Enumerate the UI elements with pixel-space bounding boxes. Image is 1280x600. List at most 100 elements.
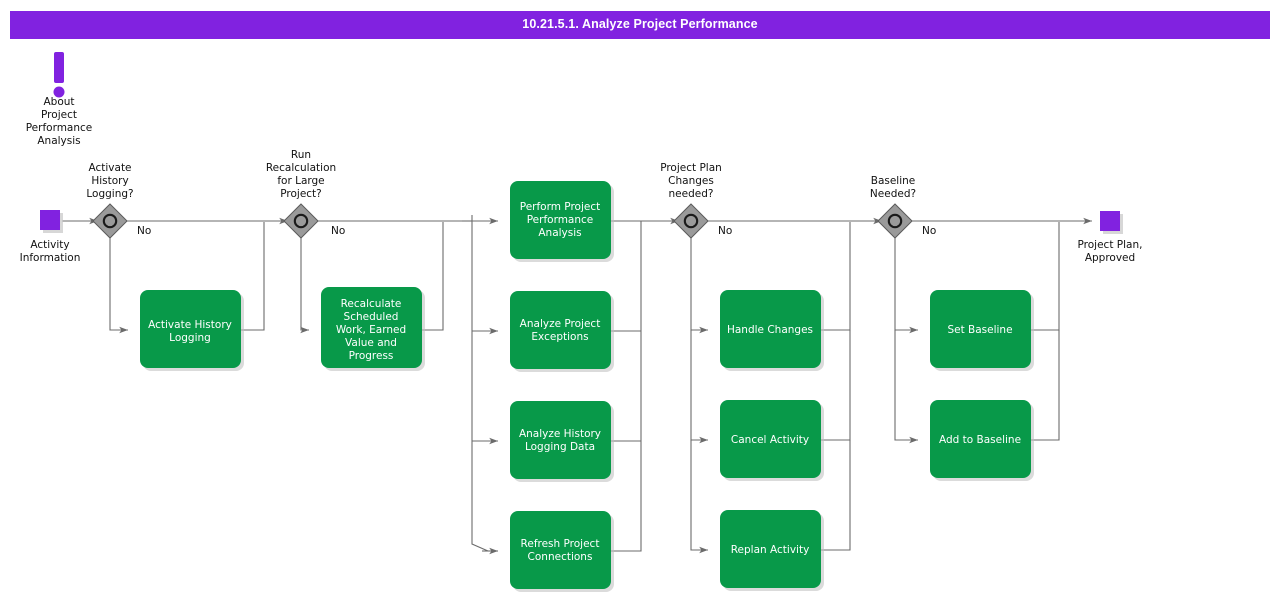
flow-gw3-to-cancel-activity [690, 330, 708, 444]
task-box[interactable] [720, 400, 821, 478]
flow-gw2-to-recalculate [300, 234, 309, 334]
task-box[interactable] [510, 401, 611, 479]
task-analyze-project-exceptions[interactable]: Analyze Project Exceptions [510, 291, 614, 372]
task8-line-0: Cancel Activity [731, 434, 809, 446]
task-set-baseline[interactable]: Set Baseline [930, 290, 1034, 371]
flow-gw1-to-activate-history [109, 234, 128, 334]
gateway-inclusive-icon [102, 213, 118, 229]
task-handle-changes[interactable]: Handle Changes [720, 290, 824, 371]
task-box[interactable] [720, 510, 821, 588]
flow-merge-rail [610, 220, 642, 552]
task5-line-0: Analyze History [519, 428, 601, 440]
task4-line-0: Analyze Project [520, 318, 601, 330]
task5-line-1: Logging Data [525, 441, 595, 453]
task-replan-activity[interactable]: Replan Activity [720, 510, 824, 591]
flow-handle-changes-merge [820, 222, 851, 331]
connector-layer [62, 215, 1092, 555]
flow-replan-activity-merge [820, 440, 851, 551]
gateway-inclusive-icon [293, 213, 309, 229]
flow-activate-history-merge [241, 222, 265, 331]
gateway1-no-label: No [137, 225, 151, 237]
end-event-label-1: Approved [1085, 252, 1135, 264]
gateway-inclusive-icon [887, 213, 903, 229]
task-refresh-project-connections[interactable]: Refresh Project Connections [510, 511, 614, 592]
start-event-label-1: Information [20, 252, 81, 264]
gateway1-label-2: Logging? [86, 188, 133, 200]
exclamation-icon-dot [53, 86, 65, 98]
gateway1-label-1: History [91, 175, 128, 187]
task-box[interactable] [930, 290, 1031, 368]
task-activate-history-logging[interactable]: Activate History Logging [140, 290, 244, 371]
gateway-project-plan-changes[interactable]: Project Plan Changes needed? No [660, 162, 732, 239]
task-box[interactable] [321, 287, 422, 368]
task9-line-0: Replan Activity [731, 544, 810, 556]
flow-split-rail [471, 215, 489, 552]
gateway4-label-1: Needed? [870, 188, 916, 200]
task2-line-2: Work, Earned [336, 324, 406, 336]
flow-gw3-to-handle-changes [690, 234, 708, 334]
flow-set-baseline-merge [1030, 222, 1060, 331]
exclamation-icon-bar [54, 52, 64, 83]
gateway3-label-1: Changes [668, 175, 714, 187]
task-add-to-baseline[interactable]: Add to Baseline [930, 400, 1034, 481]
task-box[interactable] [510, 181, 611, 259]
task1-line-1: Logging [169, 332, 211, 344]
task-perform-project-performance-analysis[interactable]: Perform Project Performance Analysis [510, 181, 614, 262]
task3-line-1: Performance [527, 214, 594, 226]
gateway3-label-2: needed? [669, 188, 714, 200]
page-title: 10.21.5.1. Analyze Project Performance [522, 17, 758, 31]
gateway-run-recalculation[interactable]: Run Recalculation for Large Project? No [266, 149, 345, 239]
annotation-line-0: About [43, 96, 74, 108]
end-event[interactable]: Project Plan, Approved [1078, 211, 1143, 264]
task2-line-1: Scheduled [344, 311, 399, 323]
gateway2-label-3: Project? [280, 188, 322, 200]
task6-line-0: Refresh Project [521, 538, 600, 550]
gateway-baseline-needed[interactable]: Baseline Needed? No [870, 175, 936, 239]
task-cancel-activity[interactable]: Cancel Activity [720, 400, 824, 481]
flow-gw4-to-set-baseline [894, 234, 918, 334]
task1-line-0: Activate History [148, 319, 232, 331]
task2-line-4: Progress [349, 350, 394, 362]
gateway1-label-0: Activate [88, 162, 131, 174]
start-event-label-0: Activity [30, 239, 69, 251]
gateway4-no-label: No [922, 225, 936, 237]
flow-cancel-activity-merge [820, 330, 851, 441]
task3-line-2: Analysis [538, 227, 581, 239]
gateway2-label-0: Run [291, 149, 311, 161]
task-box[interactable] [930, 400, 1031, 478]
flow-gw3-to-replan-activity [690, 440, 708, 554]
annotation-about-project-performance-analysis: About Project Performance Analysis [26, 52, 92, 147]
gateway-activate-history-logging[interactable]: Activate History Logging? No [86, 162, 151, 239]
annotation-line-1: Project [41, 109, 77, 121]
task-recalculate-scheduled-work[interactable]: Recalculate Scheduled Work, Earned Value… [321, 287, 425, 371]
task7-line-0: Handle Changes [727, 324, 813, 336]
task4-line-1: Exceptions [531, 331, 588, 343]
title-bar: 10.21.5.1. Analyze Project Performance [10, 11, 1270, 39]
gateway3-label-0: Project Plan [660, 162, 722, 174]
task-box[interactable] [140, 290, 241, 368]
flow-add-to-baseline-merge [1030, 330, 1060, 441]
gateway4-label-0: Baseline [871, 175, 916, 187]
end-event-marker[interactable] [1100, 211, 1120, 231]
flow-recalculate-merge [421, 222, 444, 331]
task-box[interactable] [510, 511, 611, 589]
task2-line-0: Recalculate [341, 298, 402, 310]
annotation-line-3: Analysis [37, 135, 80, 147]
task-analyze-history-logging-data[interactable]: Analyze History Logging Data [510, 401, 614, 482]
start-event-marker[interactable] [40, 210, 60, 230]
start-event[interactable]: Activity Information [20, 210, 81, 264]
task-box[interactable] [510, 291, 611, 369]
gateway2-label-2: for Large [277, 175, 324, 187]
end-event-label-0: Project Plan, [1078, 239, 1143, 251]
task11-line-0: Add to Baseline [939, 434, 1021, 446]
gateway2-no-label: No [331, 225, 345, 237]
gateway3-no-label: No [718, 225, 732, 237]
gateway-inclusive-icon [683, 213, 699, 229]
task-box[interactable] [720, 290, 821, 368]
gateway2-label-1: Recalculation [266, 162, 336, 174]
task10-line-0: Set Baseline [947, 324, 1012, 336]
task3-line-0: Perform Project [520, 201, 600, 213]
flow-gw4-to-add-to-baseline [894, 330, 918, 444]
